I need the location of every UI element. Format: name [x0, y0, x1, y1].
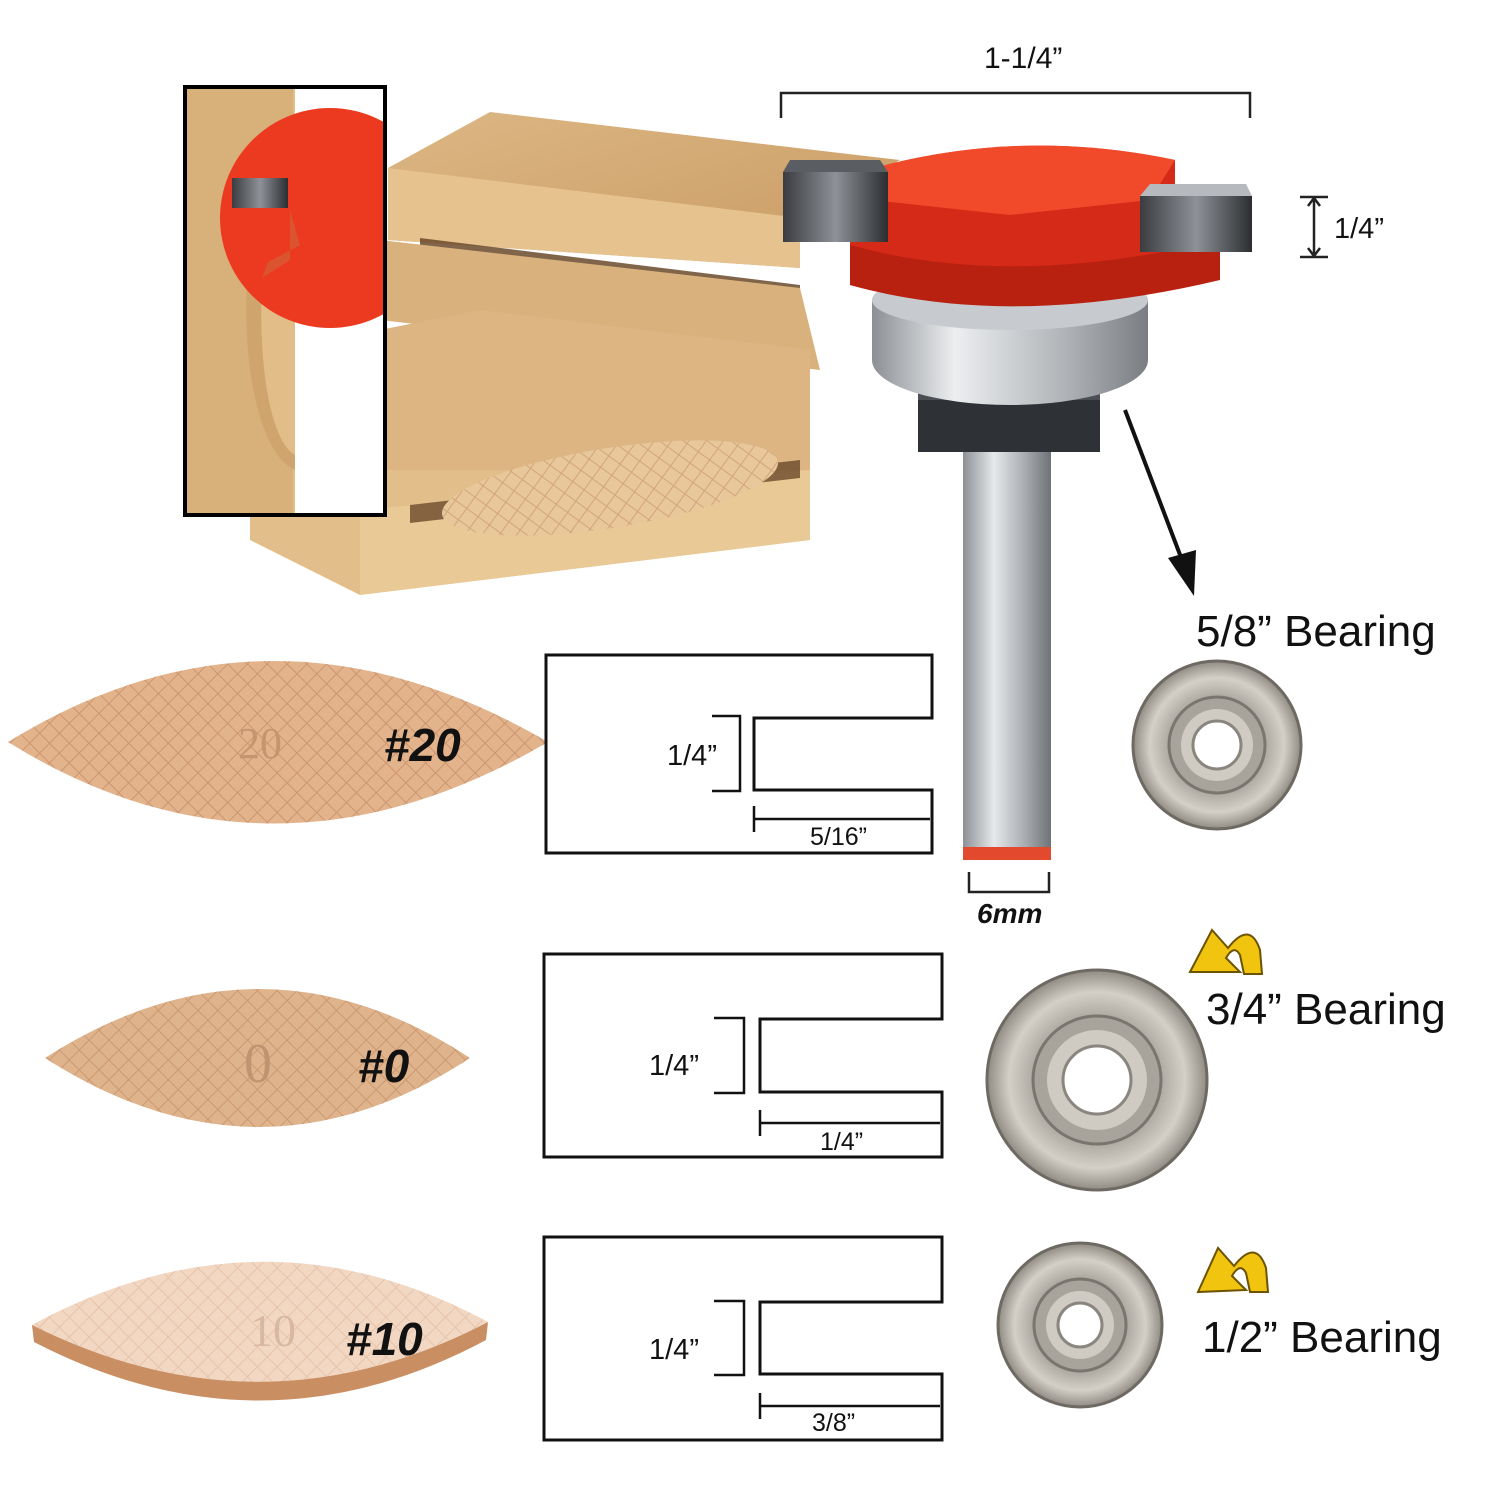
svg-text:20: 20 [238, 719, 282, 768]
dimension-shank [967, 872, 1051, 894]
slot-height-0: 1/4” [649, 1050, 699, 1082]
dimension-overall [779, 91, 1252, 118]
bearing-label-1-2: 1/2” Bearing [1202, 1313, 1442, 1362]
biscuit-name-20: #20 [384, 719, 461, 771]
shank-size-label: 6mm [977, 898, 1043, 929]
overall-diameter-label: 1-1/4” [984, 42, 1063, 75]
swap-arrow-icon [1196, 1246, 1270, 1294]
slot-depth-10: 3/8” [812, 1409, 856, 1437]
bearing-3-4 [985, 968, 1209, 1192]
router-bit [783, 145, 1252, 860]
inset-detail [185, 87, 385, 515]
wood-workpiece [250, 112, 900, 595]
biscuit-0: 0 [45, 989, 470, 1127]
slot-profile-20 [544, 653, 934, 855]
bearing-label-3-4: 3/4” Bearing [1206, 985, 1446, 1034]
slot-profile-0 [542, 952, 944, 1159]
svg-text:10: 10 [250, 1305, 296, 1356]
dimension-cut-height [1300, 195, 1328, 259]
svg-text:0: 0 [244, 1033, 272, 1095]
biscuit-name-10: #10 [346, 1313, 423, 1365]
bearing-pointer-arrow [1123, 409, 1196, 596]
slot-depth-20: 5/16” [810, 823, 867, 851]
biscuit-name-0: #0 [358, 1040, 410, 1092]
bearing-1-2 [996, 1241, 1164, 1409]
swap-arrow-icon [1188, 928, 1264, 975]
inset-frame [183, 85, 387, 517]
slot-profile-10 [542, 1235, 944, 1442]
bearing-5-8 [1131, 659, 1303, 831]
biscuit-10: 10 [32, 1261, 488, 1401]
bearing-label-5-8: 5/8” Bearing [1196, 607, 1436, 656]
biscuit-20: 20 [8, 661, 548, 824]
slot-depth-0: 1/4” [820, 1128, 864, 1156]
cut-height-label: 1/4” [1334, 213, 1384, 245]
slot-height-10: 1/4” [649, 1334, 699, 1366]
slot-height-20: 1/4” [667, 740, 717, 772]
